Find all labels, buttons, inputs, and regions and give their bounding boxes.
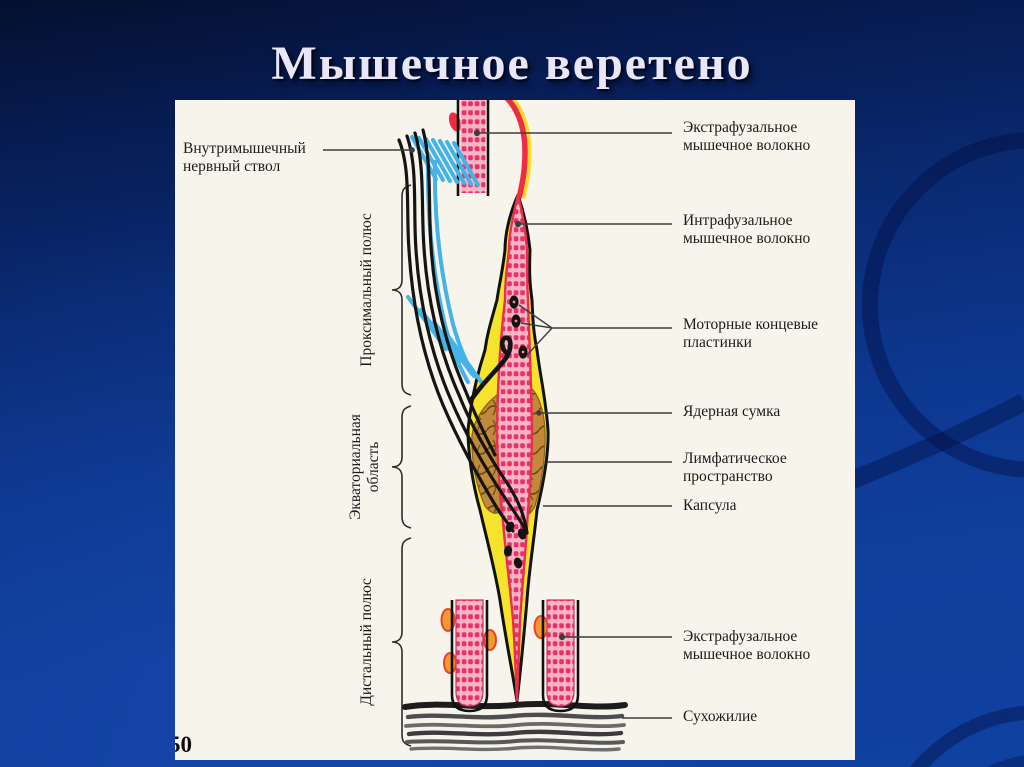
nerve-bundle <box>397 128 529 535</box>
label-intrafusal-fiber: Интрафузальное мышечное волокно <box>683 212 811 247</box>
muscle-spindle-illustration <box>323 100 672 752</box>
label-equatorial-region: Экваториальная область <box>347 414 382 520</box>
label-capsule: Капсула <box>683 497 737 514</box>
region-braces <box>391 184 412 747</box>
tendon <box>402 700 628 752</box>
motor-end-plates <box>503 295 528 569</box>
extrafusal-fibers-bottom <box>440 599 580 713</box>
blue-nerve-fibers <box>406 135 484 385</box>
label-extrafusal-fiber-top: Экстрафузальное мышечное волокно <box>683 119 811 154</box>
label-nerve-trunk: Внутримышечный нервный ствол <box>183 140 306 175</box>
slide-title: Мышечное веретено <box>271 37 753 90</box>
label-lymphatic-space: Лимфатическое пространство <box>683 450 787 485</box>
intrafusal-fiber <box>495 194 534 702</box>
page-number: 50 <box>175 732 192 757</box>
label-tendon: Сухожилие <box>683 708 758 725</box>
label-motor-end-plates: Моторные концевые пластинки <box>683 316 819 351</box>
label-proximal-pole: Проксимальный полюс <box>358 213 375 367</box>
diagram-panel: Внутримышечный нервный ствол Проксимальн… <box>175 100 855 760</box>
label-extrafusal-fiber-bottom: Экстрафузальное мышечное волокно <box>683 628 811 663</box>
label-distal-pole: Дистальный полюс <box>358 578 375 706</box>
label-nuclear-bag: Ядерная сумка <box>683 403 781 420</box>
leader-lines <box>323 129 672 719</box>
